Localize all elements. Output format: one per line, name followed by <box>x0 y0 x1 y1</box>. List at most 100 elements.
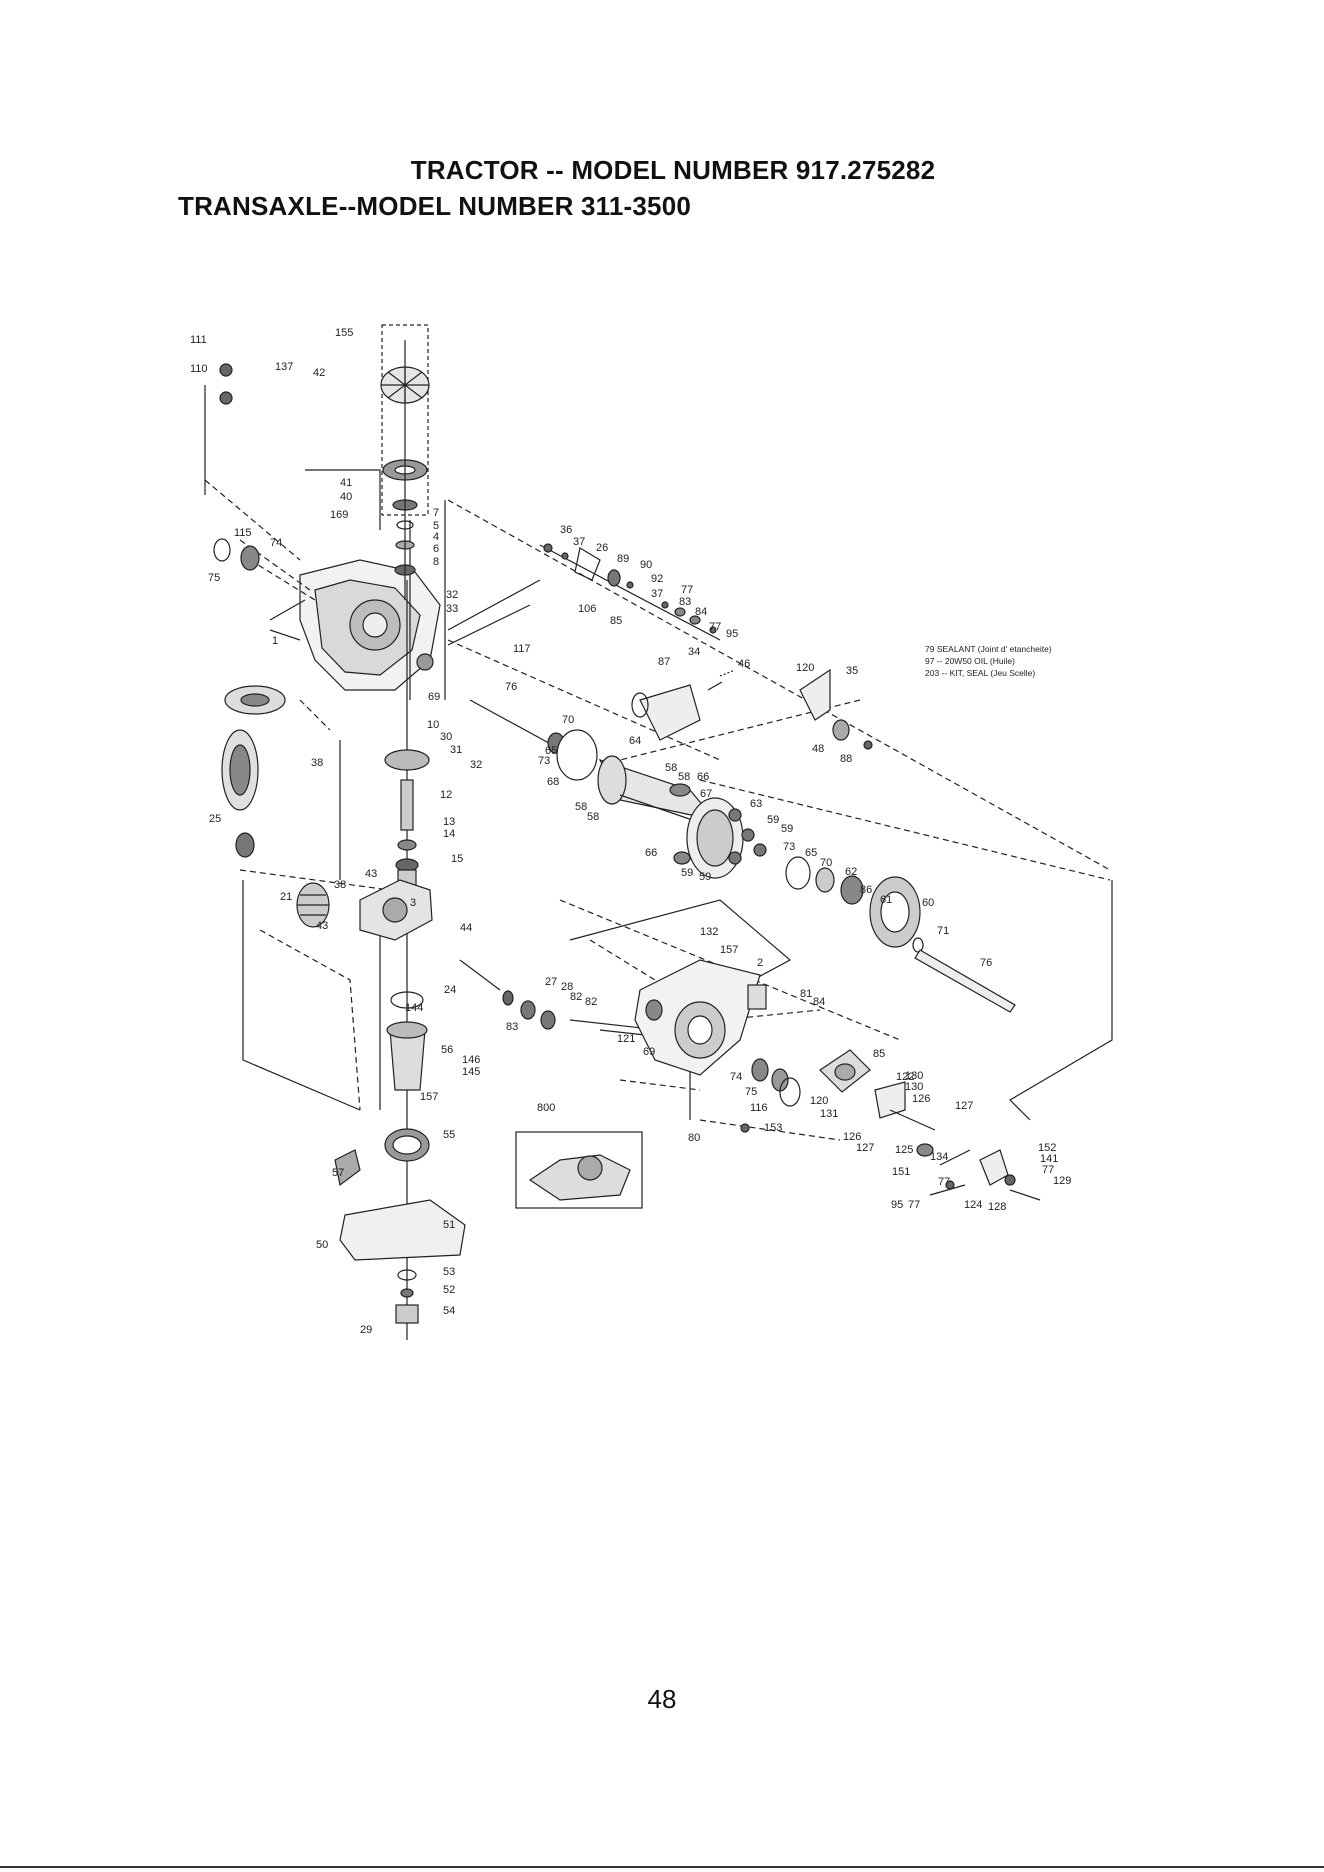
part-callout: 21 <box>280 891 292 903</box>
part-callout: 111 <box>190 334 207 346</box>
part-callout: 76 <box>505 681 517 693</box>
part-callout: 36 <box>560 524 572 536</box>
part-callout: 4 <box>433 531 439 543</box>
part-callout: 51 <box>443 1219 455 1231</box>
part-callout: 87 <box>658 656 670 668</box>
diagram-artwork <box>204 324 1113 1340</box>
part-callout: 55 <box>443 1129 455 1141</box>
part-callout: 7 <box>433 507 439 519</box>
part-callout: 14 <box>443 828 455 840</box>
part-callout: 800 <box>537 1102 555 1114</box>
part-callout: 81 <box>800 988 812 1000</box>
part-callout: 61 <box>880 894 892 906</box>
part-callout: 80 <box>688 1132 700 1144</box>
part-callout: 10 <box>427 719 439 731</box>
lower-housing <box>459 959 801 1133</box>
part-callout: 153 <box>764 1122 782 1134</box>
part-callout: 31 <box>450 744 462 756</box>
part-callout: 25 <box>209 813 221 825</box>
part-callout: 75 <box>208 572 220 584</box>
part-callout: 120 <box>810 1095 828 1107</box>
part-callout: 50 <box>316 1239 328 1251</box>
part-callout: 82 <box>570 991 582 1003</box>
inset-illustration <box>515 1131 643 1209</box>
part-callout: 127 <box>856 1142 874 1154</box>
part-callout: 48 <box>812 743 824 755</box>
part-callout: 56 <box>441 1044 453 1056</box>
part-callout: 151 <box>892 1166 910 1178</box>
part-callout: 110 <box>190 363 208 375</box>
part-callout: 65 <box>545 745 557 757</box>
transaxle-model-title: TRANSAXLE--MODEL NUMBER 311-3500 <box>178 191 692 221</box>
part-callout: 95 <box>726 628 738 640</box>
part-callout: 8 <box>433 556 439 568</box>
part-callout: 62 <box>845 866 857 878</box>
part-callout: 71 <box>937 925 949 937</box>
part-callout: 124 <box>964 1199 982 1211</box>
part-callout: 134 <box>930 1151 948 1163</box>
part-callout: 40 <box>340 491 352 503</box>
part-callout: 145 <box>462 1066 480 1078</box>
part-callout: 37 <box>573 536 585 548</box>
part-callout: 84 <box>695 606 707 618</box>
part-callout: 43 <box>316 920 328 932</box>
part-callout: 120 <box>796 662 814 674</box>
part-callout: 63 <box>750 798 762 810</box>
part-callout: 127 <box>955 1100 973 1112</box>
part-callout: 144 <box>405 1002 423 1014</box>
part-callout: 137 <box>275 361 293 373</box>
part-callout: 70 <box>562 714 574 726</box>
part-callout: 77 <box>709 621 721 633</box>
part-callout: 83 <box>506 1021 518 1033</box>
part-callout: 95 <box>891 1199 903 1211</box>
part-callout: 157 <box>420 1091 438 1103</box>
part-callout: 12 <box>440 789 452 801</box>
part-callout: 37 <box>651 588 663 600</box>
part-callout: 117 <box>513 643 531 655</box>
part-callout: 26 <box>596 542 608 554</box>
part-callout: 41 <box>340 477 352 489</box>
part-callout: 65 <box>805 847 817 859</box>
note-seal-kit: 203 -- KIT, SEAL (Jeu Scelle) <box>925 668 1035 678</box>
part-callout: 115 <box>234 527 252 539</box>
page-number: 48 <box>647 1684 677 1714</box>
part-callout: 60 <box>922 897 934 909</box>
part-callout: 141 <box>1040 1153 1058 1165</box>
part-callout: 85 <box>873 1048 885 1060</box>
part-callout: 67 <box>700 788 712 800</box>
part-callout: 3 <box>410 897 416 909</box>
part-callout: 128 <box>988 1201 1006 1213</box>
part-callout: 84 <box>813 996 825 1008</box>
part-callout: 85 <box>610 615 622 627</box>
part-callout: 130 <box>905 1070 923 1082</box>
part-callout: 2 <box>757 957 763 969</box>
part-callout: 54 <box>443 1305 455 1317</box>
part-callout: 44 <box>460 922 472 934</box>
part-callout: 5 <box>433 520 439 532</box>
part-callout: 73 <box>783 841 795 853</box>
part-callout: 88 <box>840 753 852 765</box>
part-callout: 59 <box>699 871 711 883</box>
upper-shift-assembly <box>447 543 721 646</box>
part-callout: 28 <box>561 981 573 993</box>
note-sealant: 79 SEALANT (Joint d' etancheite) <box>925 644 1052 654</box>
part-callout: 73 <box>538 755 550 767</box>
part-callout: 77 <box>1042 1164 1054 1176</box>
part-callout: 69 <box>428 691 440 703</box>
part-callout: 46 <box>738 658 750 670</box>
part-callout: 132 <box>700 926 718 938</box>
part-callout: 38 <box>334 879 346 891</box>
part-callout: 58 <box>678 771 690 783</box>
fan-pulley-stack <box>380 324 430 600</box>
part-callout: 76 <box>980 957 992 969</box>
part-callout: 92 <box>651 573 663 585</box>
part-callout: 6 <box>433 543 439 555</box>
part-callout: 34 <box>688 646 700 658</box>
part-callout: 86 <box>860 884 872 896</box>
part-callout: 157 <box>720 944 738 956</box>
part-callout: 69 <box>643 1046 655 1058</box>
part-callout: 38 <box>311 757 323 769</box>
part-callout: 32 <box>446 589 458 601</box>
